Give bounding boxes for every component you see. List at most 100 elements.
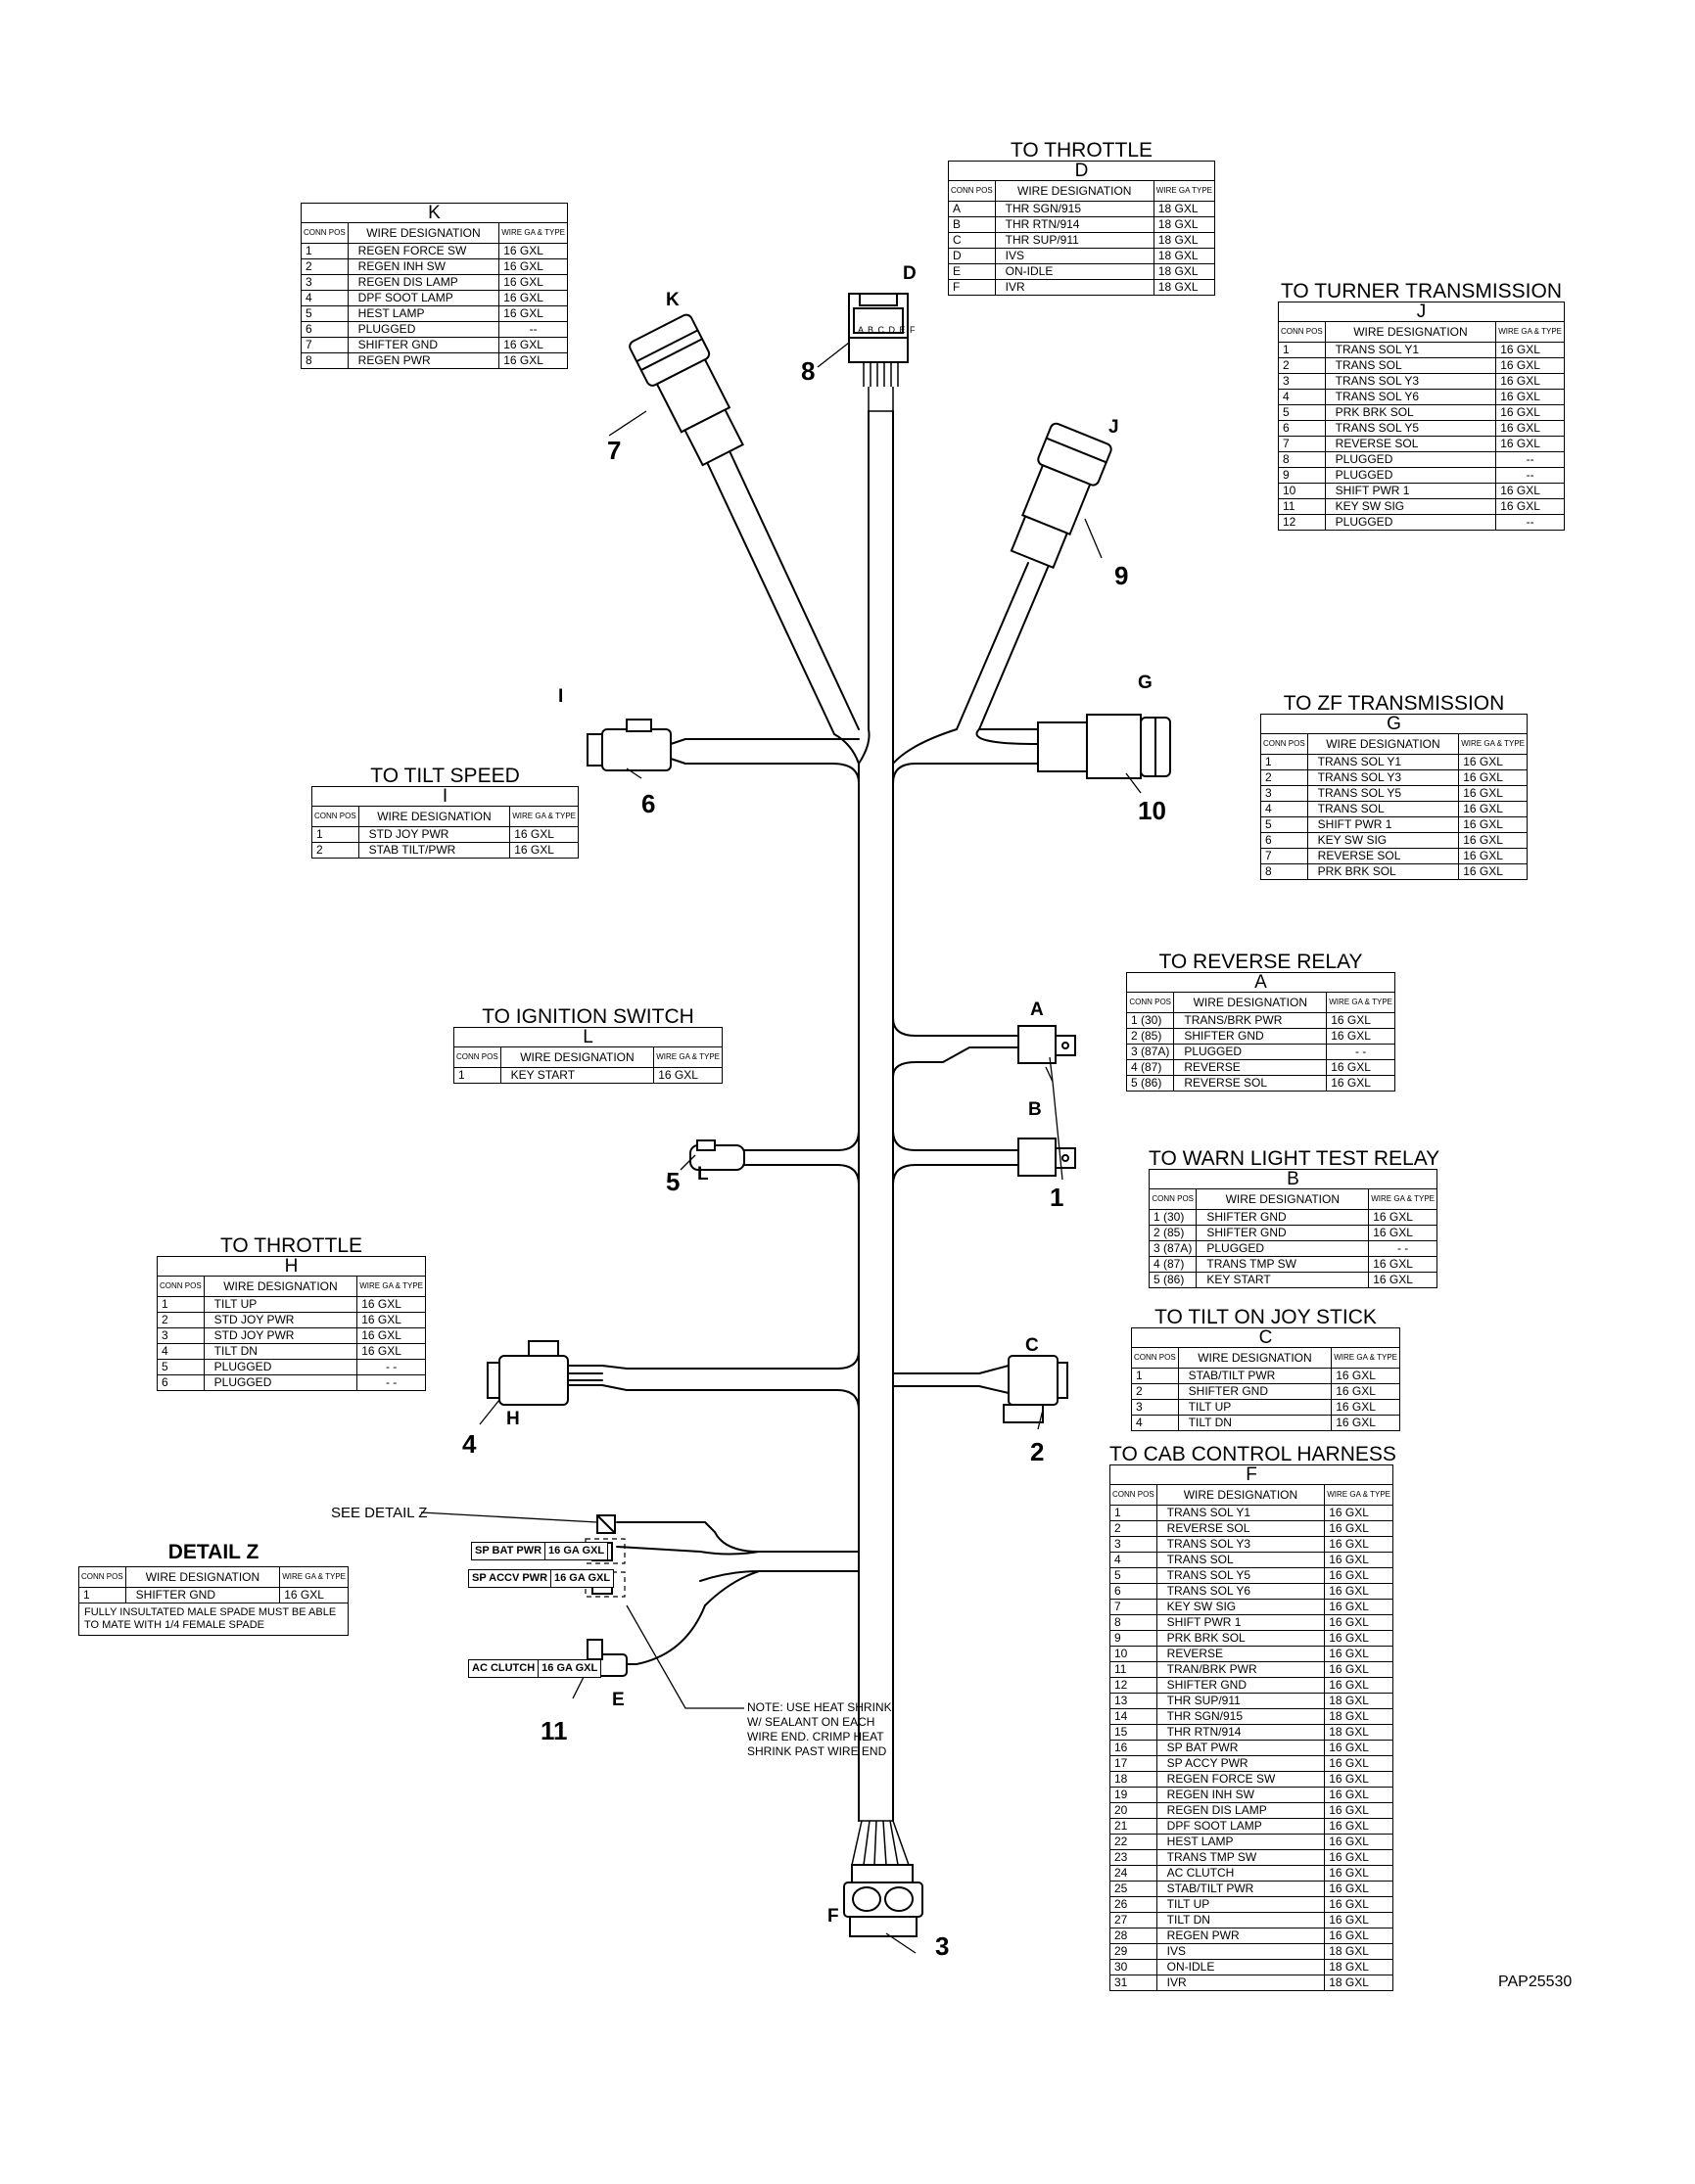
wire-designation-cell: ON-IDLE — [1155, 1959, 1326, 1975]
header-conn-pos: CONN POS — [948, 180, 996, 202]
branch-a-wire — [892, 1017, 1019, 1078]
connector-letter-cell: H — [157, 1256, 426, 1277]
table-row: 3 (87A)PLUGGED- - — [1125, 1044, 1395, 1060]
conn-pos-cell: 19 — [1109, 1787, 1157, 1803]
wire-gauge-cell: 16 GXL — [653, 1067, 723, 1084]
conn-pos-cell: 2 (85) — [1125, 1028, 1175, 1045]
wire-designation-cell: SHIFTER GND — [1196, 1209, 1370, 1226]
connector-letter-l: L — [697, 1164, 709, 1185]
wire-gauge-cell: 16 GXL — [1324, 1520, 1393, 1537]
branch-k-wire — [698, 440, 860, 735]
conn-pos-cell: 11 — [1278, 498, 1326, 515]
branch-h-wire — [626, 1350, 860, 1411]
header-wire-designation: WIRE DESIGNATION — [1177, 1347, 1333, 1369]
connector-l — [689, 1139, 745, 1171]
wire-gauge-cell: 16 GXL — [498, 258, 568, 275]
wire-gauge-cell: 16 GXL — [1458, 801, 1528, 817]
connector-i — [587, 719, 672, 771]
conn-pos-cell: 3 — [157, 1327, 205, 1344]
wire-gauge-cell: 16 GXL — [1458, 863, 1528, 880]
wire-designation-cell: SHIFTER GND — [1196, 1225, 1370, 1241]
table-letter-row: L — [453, 1027, 723, 1047]
table-title: TO IGNITION SWITCH — [482, 1005, 694, 1028]
header-conn-pos: CONN POS — [311, 806, 359, 827]
conn-pos-cell: 7 — [1260, 848, 1308, 864]
wire-gauge-cell: 16 GXL — [498, 243, 568, 259]
wire-designation-cell: TILT DN — [1155, 1912, 1326, 1928]
wire-designation-cell: REGEN DIS LAMP — [347, 274, 500, 291]
wire-gauge-cell: 16 GXL — [498, 290, 568, 306]
wire-gauge-cell: 16 GXL — [1324, 1536, 1393, 1553]
conn-pos-cell: E — [948, 263, 996, 280]
wire-designation-cell: STAB/TILT PWR — [1155, 1881, 1326, 1897]
conn-pos-cell: 1 — [311, 826, 359, 843]
wire-designation-cell: PLUGGED — [1196, 1240, 1370, 1257]
conn-pos-cell: 5 — [1260, 816, 1308, 833]
connector-letter-cell: K — [301, 203, 568, 223]
wire-designation-cell: THR SUP/911 — [1155, 1693, 1326, 1709]
header-wire-gauge: WIRE GA & TYPE — [1324, 1484, 1393, 1506]
wire-designation-cell: TRANS SOL Y5 — [1306, 785, 1460, 802]
wire-gauge-cell: 16 GXL — [1495, 483, 1565, 499]
conn-pos-cell: 8 — [1260, 863, 1308, 880]
conn-pos-cell: 7 — [1109, 1599, 1157, 1615]
wire-designation-cell: TRANS TMP SW — [1155, 1849, 1326, 1866]
wire-designation-cell: REGEN INH SW — [347, 258, 500, 275]
conn-pos-cell: 12 — [1109, 1677, 1157, 1694]
wire-designation-cell: PRK BRK SOL — [1155, 1630, 1326, 1647]
wire-designation-cell: TRANS SOL Y6 — [1155, 1583, 1326, 1600]
table-note-row: FULLY INSULTATED MALE SPADE MUST BE ABLE… — [78, 1603, 349, 1636]
header-conn-pos: CONN POS — [1148, 1188, 1198, 1210]
connector-letter-f: F — [827, 1906, 839, 1927]
conn-pos-cell: 10 — [1109, 1646, 1157, 1662]
header-wire-designation: WIRE DESIGNATION — [1155, 1484, 1326, 1506]
wire-designation-cell: IVS — [994, 248, 1154, 264]
conn-pos-cell: 20 — [1109, 1802, 1157, 1819]
wire-gauge-cell: 18 GXL — [1324, 1943, 1393, 1960]
conn-pos-cell: 2 — [1260, 769, 1308, 786]
wire-designation-cell: THR SUP/911 — [994, 232, 1154, 249]
wire-designation-cell: REGEN PWR — [1155, 1928, 1326, 1944]
connector-letter-cell: L — [453, 1027, 723, 1047]
wire-gauge-cell: 16 GXL — [1495, 357, 1565, 374]
connector-letter-cell: J — [1278, 302, 1565, 322]
wire-gauge-cell: 16 GXL — [1331, 1399, 1400, 1416]
wire-designation-cell: STAB/TILT PWR — [1177, 1368, 1333, 1384]
wire-designation-cell: TRANS TMP SW — [1196, 1256, 1370, 1273]
conn-pos-cell: 4 — [1131, 1415, 1179, 1431]
connector-c — [1003, 1355, 1068, 1423]
wire-designation-cell: TRANS SOL Y3 — [1155, 1536, 1326, 1553]
wire-gauge-cell: - - — [1368, 1240, 1437, 1257]
conn-pos-cell: 1 (30) — [1148, 1209, 1198, 1226]
item-number-8: 8 — [801, 356, 816, 386]
conn-pos-cell: 3 — [1109, 1536, 1157, 1553]
wire-gauge-cell: 16 GXL — [1368, 1225, 1437, 1241]
header-wire-gauge: WIRE GA & TYPE — [498, 222, 568, 244]
connector-d-pin-letters: A B C D E F — [858, 325, 917, 335]
wire-gauge-cell: - - — [356, 1359, 426, 1375]
